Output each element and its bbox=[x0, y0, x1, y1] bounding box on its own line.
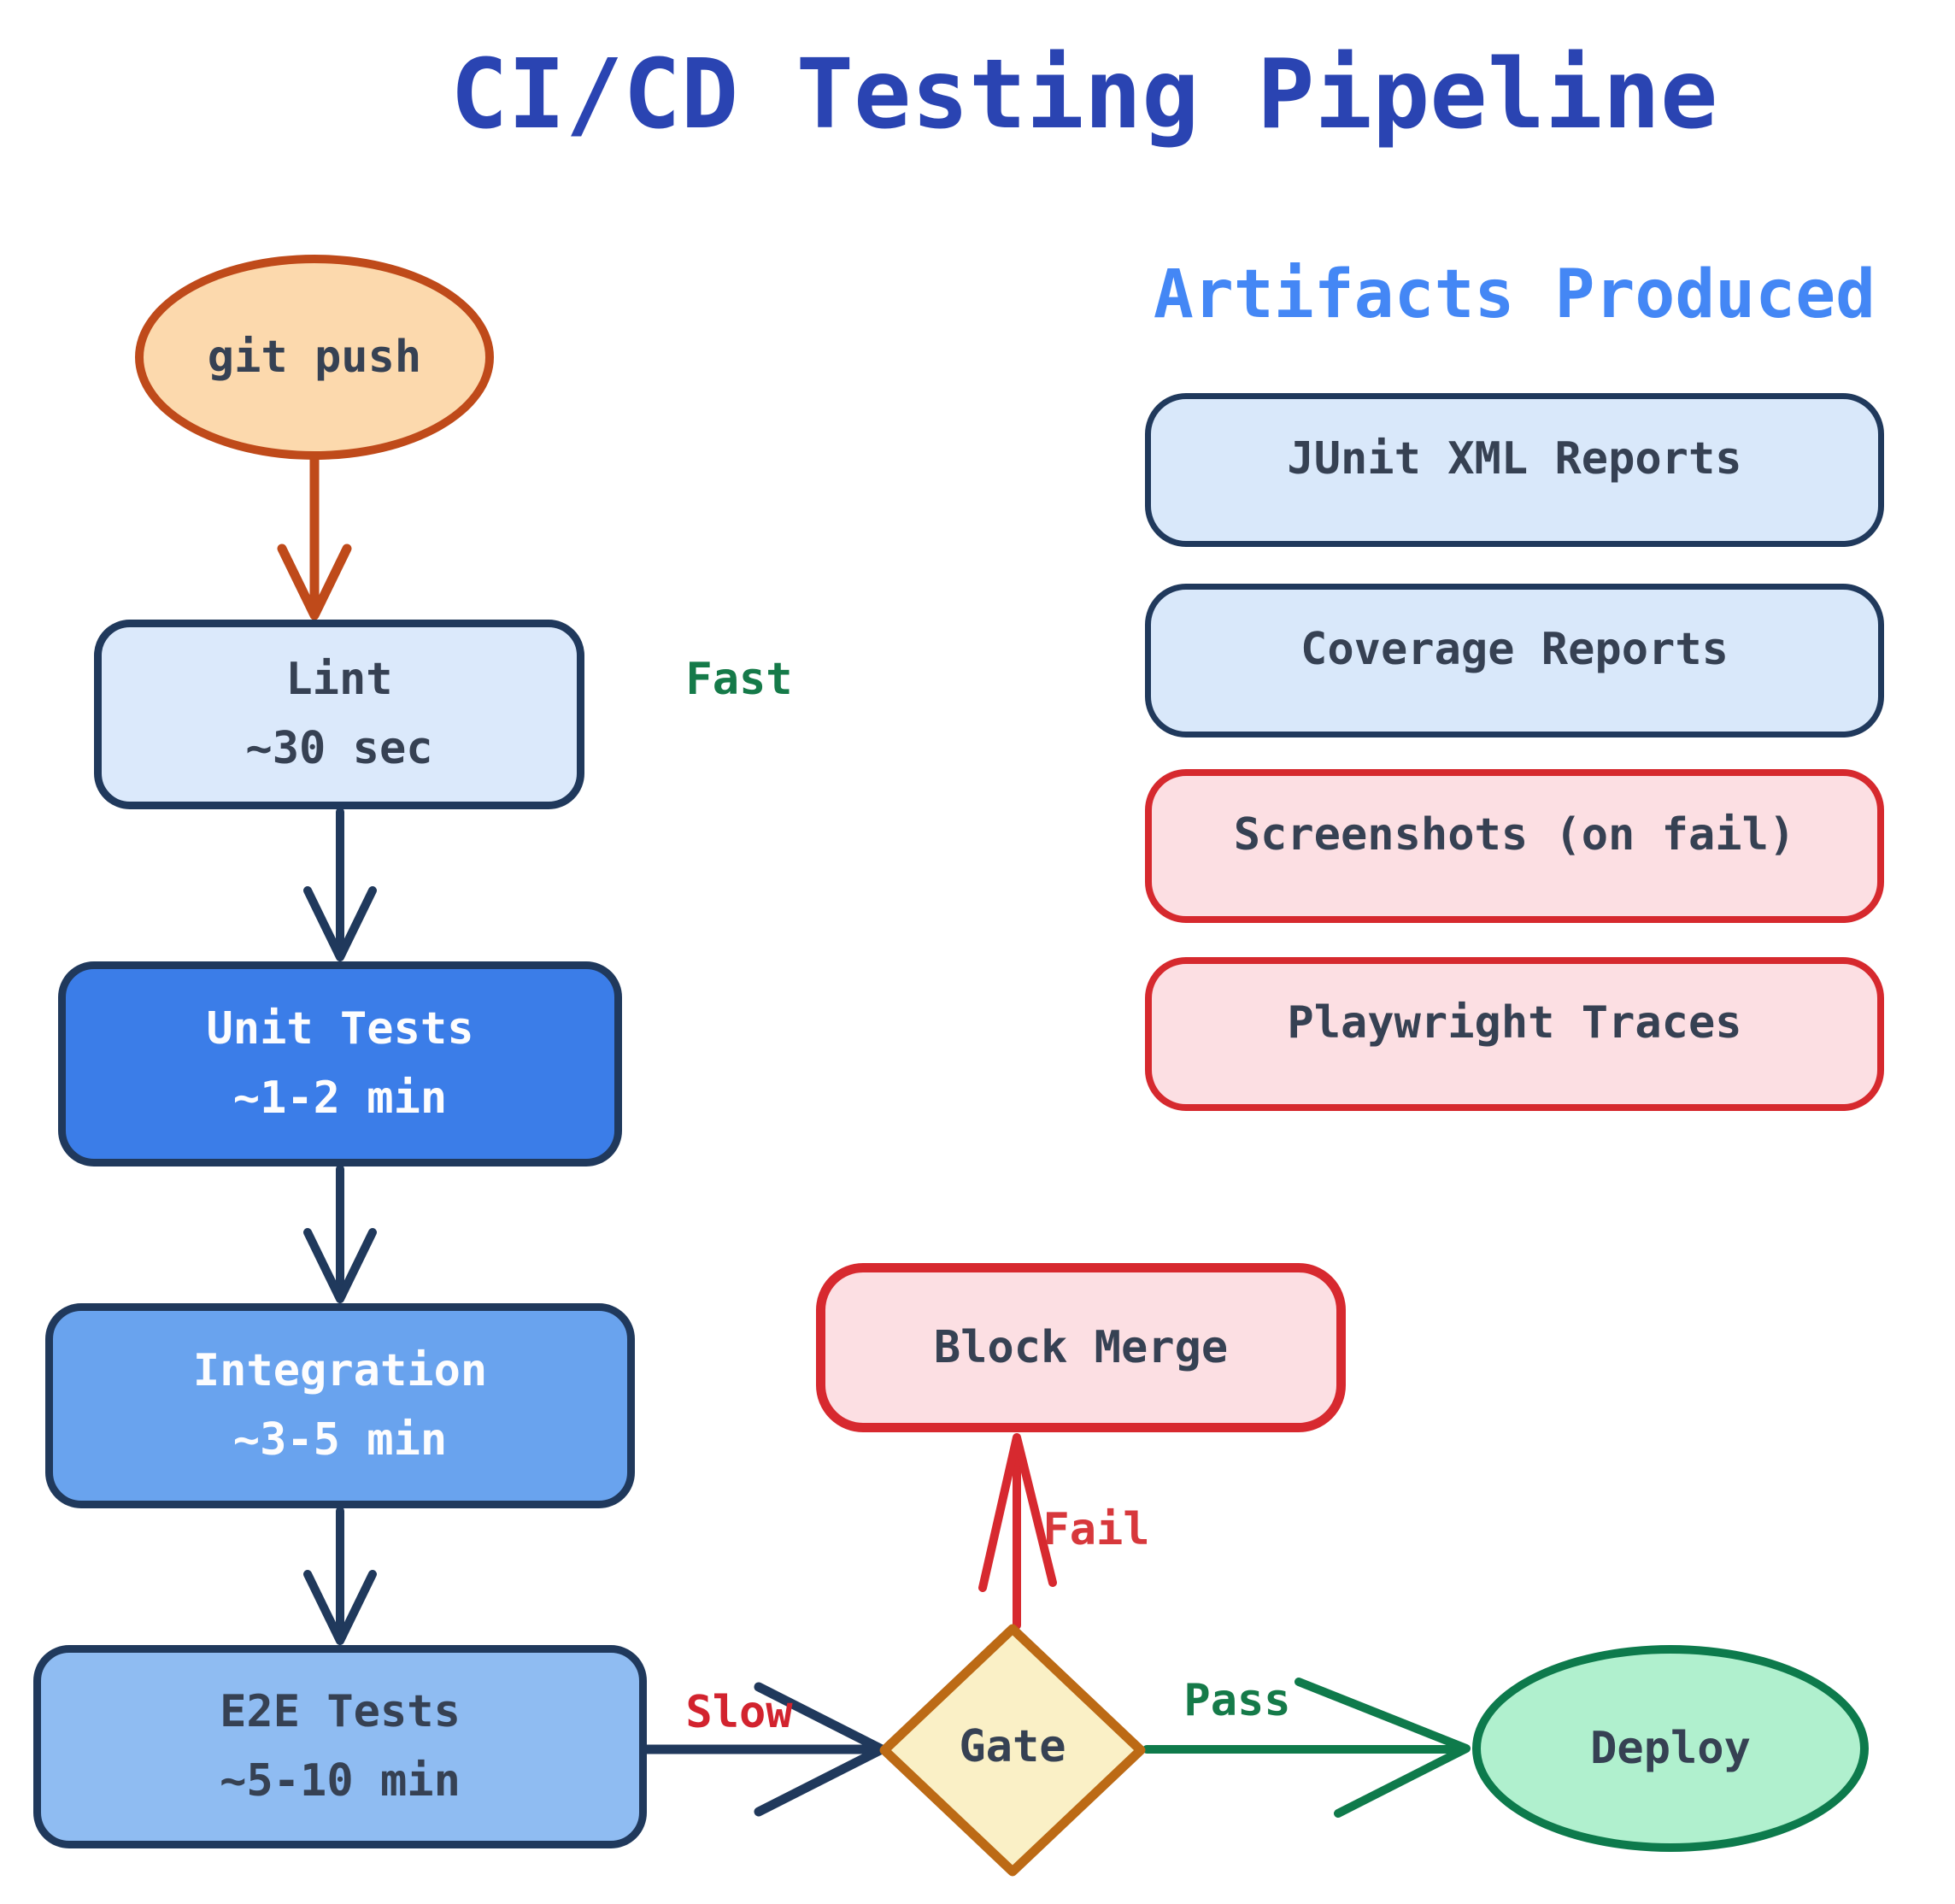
arrow-unit-to-integration bbox=[303, 1165, 377, 1303]
arrow-gate-to-deploy bbox=[1142, 1678, 1471, 1818]
arrow-integration-to-e2e bbox=[303, 1507, 377, 1645]
node-lint: Lint ~30 sec bbox=[94, 620, 584, 809]
node-git-push: git push bbox=[135, 255, 494, 460]
node-block-merge: Block Merge bbox=[816, 1263, 1346, 1432]
arrow-lint-to-unit bbox=[303, 808, 377, 961]
node-integration: Integration ~3-5 min bbox=[45, 1303, 635, 1508]
node-e2e-tests-label: E2E Tests bbox=[220, 1686, 461, 1738]
artifact-junit-xml-reports: JUnit XML Reports bbox=[1145, 393, 1884, 547]
artifact-coverage-reports: Coverage Reports bbox=[1145, 584, 1884, 738]
artifact-label: Coverage Reports bbox=[1300, 624, 1729, 675]
artifact-label: Screenshots (on fail) bbox=[1233, 809, 1796, 861]
node-gate-label: Gate bbox=[959, 1721, 1066, 1772]
node-unit-tests: Unit Tests ~1-2 min bbox=[58, 961, 622, 1166]
artifacts-heading: Artifacts Produced bbox=[1153, 256, 1876, 333]
node-git-push-label: git push bbox=[207, 331, 422, 383]
gate-diamond bbox=[879, 1624, 1146, 1877]
artifact-playwright-traces: Playwright Traces bbox=[1145, 957, 1884, 1111]
node-deploy: Deploy bbox=[1472, 1645, 1869, 1852]
edge-label-fast: Fast bbox=[685, 654, 793, 705]
edge-label-pass: Pass bbox=[1183, 1675, 1291, 1726]
artifact-label: Playwright Traces bbox=[1287, 997, 1742, 1049]
node-e2e-tests: E2E Tests ~5-10 min bbox=[33, 1645, 647, 1848]
node-unit-tests-duration: ~1-2 min bbox=[232, 1072, 448, 1124]
edge-label-fail: Fail bbox=[1042, 1504, 1150, 1555]
node-integration-label: Integration bbox=[192, 1345, 488, 1397]
edge-label-slow: Slow bbox=[685, 1687, 793, 1738]
node-lint-duration: ~30 sec bbox=[245, 723, 433, 774]
artifact-screenshots-on-fail: Screenshots (on fail) bbox=[1145, 769, 1884, 923]
node-integration-duration: ~3-5 min bbox=[232, 1414, 448, 1466]
node-lint-label: Lint bbox=[285, 654, 393, 706]
node-block-merge-label: Block Merge bbox=[933, 1321, 1229, 1373]
artifact-label: JUnit XML Reports bbox=[1287, 433, 1742, 485]
node-e2e-tests-duration: ~5-10 min bbox=[220, 1755, 461, 1807]
node-unit-tests-label: Unit Tests bbox=[206, 1003, 474, 1055]
arrow-gitpush-to-lint bbox=[277, 454, 352, 620]
page-title: CI/CD Testing Pipeline bbox=[450, 39, 1718, 150]
arrow-gate-to-block bbox=[978, 1433, 1057, 1630]
node-deploy-label: Deploy bbox=[1590, 1722, 1751, 1774]
